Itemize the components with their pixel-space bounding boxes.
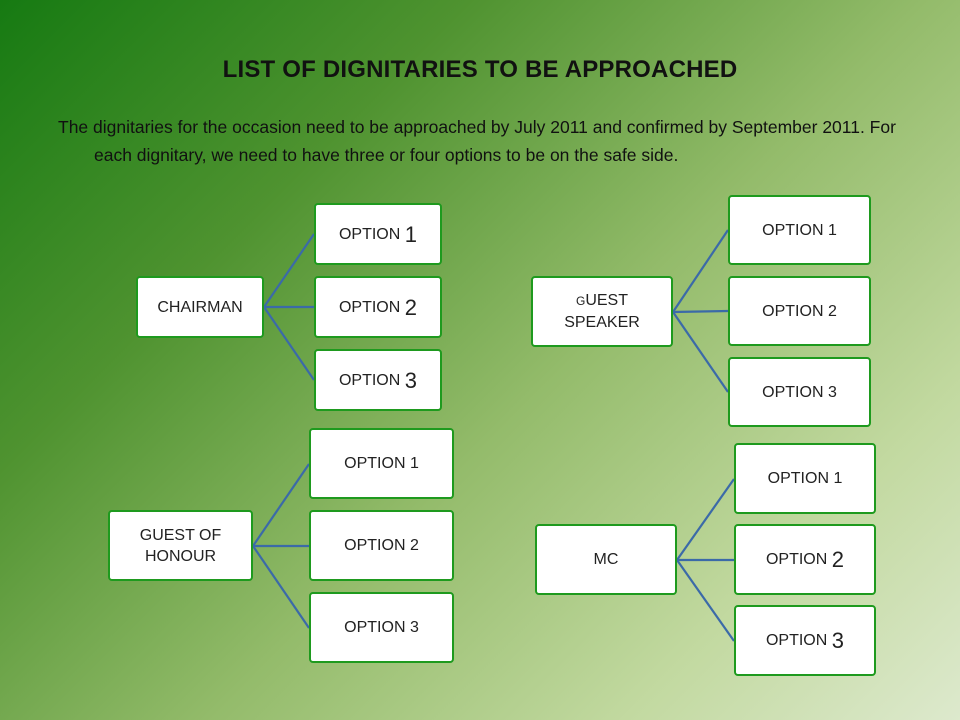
connector-mc-3	[676, 559, 735, 642]
connector-guest-of-honour-3	[252, 545, 310, 629]
guest-speaker-option-2: OPTION 2	[728, 276, 871, 346]
guest-speaker-node: GUEST SPEAKER	[531, 276, 673, 347]
guest-speaker-option-3: OPTION 3	[728, 357, 871, 427]
chairman-option-2: OPTION 2	[314, 276, 442, 338]
connector-guest-speaker-2	[672, 309, 729, 314]
slide-title: LIST OF DIGNITARIES TO BE APPROACHED	[222, 56, 738, 83]
connector-guest-speaker-3	[672, 311, 729, 393]
guest-of-honour-option-1: OPTION 1	[309, 428, 454, 499]
guest-of-honour-node: GUEST OF HONOUR	[108, 510, 253, 581]
mc-label: MC	[593, 551, 619, 568]
chairman-option-1: OPTION 1	[314, 203, 442, 265]
connector-chairman-3	[263, 306, 315, 381]
connector-chairman-1	[263, 233, 315, 308]
slide-description: The dignitaries for the occasion need to…	[58, 117, 896, 165]
mc-option-2: OPTION 2	[734, 524, 876, 595]
chairman-label: CHAIRMAN	[157, 298, 243, 316]
guest-of-honour-label: GUEST OF HONOUR	[139, 526, 222, 565]
mc-node: MC	[535, 524, 677, 595]
chairman-option-3: OPTION 3	[314, 349, 442, 411]
chairman-node: CHAIRMAN	[136, 276, 264, 338]
connector-mc-1	[676, 478, 735, 561]
guest-speaker-option-1: OPTION 1	[728, 195, 871, 265]
guest-of-honour-option-3: OPTION 3	[309, 592, 454, 663]
guest-of-honour-option-2: OPTION 2	[309, 510, 454, 581]
connector-guest-of-honour-1	[252, 463, 310, 547]
mc-option-3: OPTION 3	[734, 605, 876, 676]
mc-option-1: OPTION 1	[734, 443, 876, 514]
guest-speaker-label: GUEST SPEAKER	[564, 292, 640, 331]
connector-guest-speaker-1	[672, 229, 729, 313]
